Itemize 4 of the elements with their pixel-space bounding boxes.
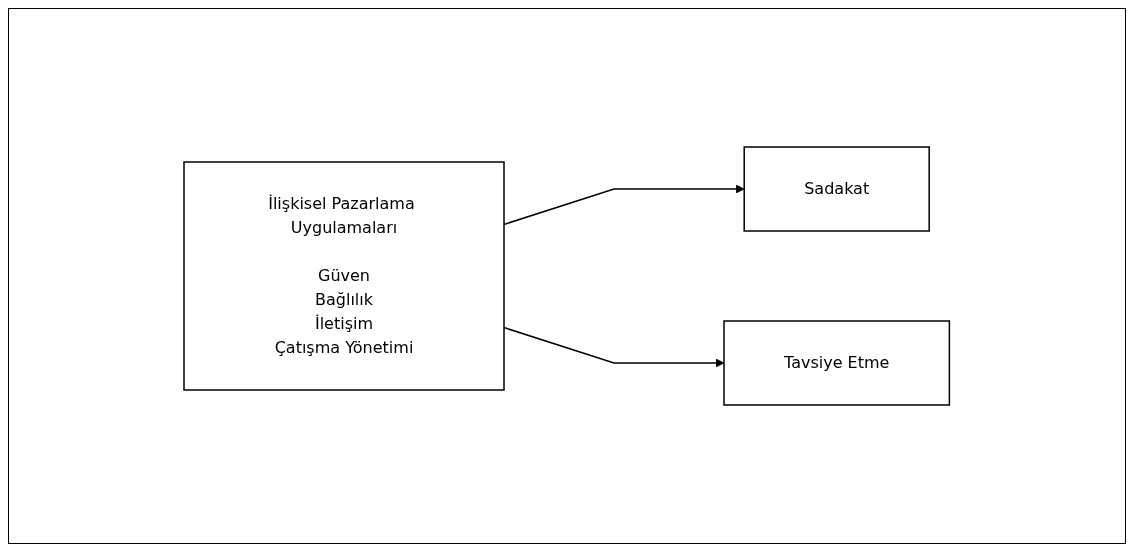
frame-border: İlişkisel Pazarlama Uygulamaları Güven Bağlılık İletişim Çatışma Yönetimi Sadakat Tavsiye Etme: [8, 8, 1126, 544]
node-box: [723, 320, 951, 406]
node-box: [743, 146, 931, 232]
node-box: [183, 161, 506, 391]
